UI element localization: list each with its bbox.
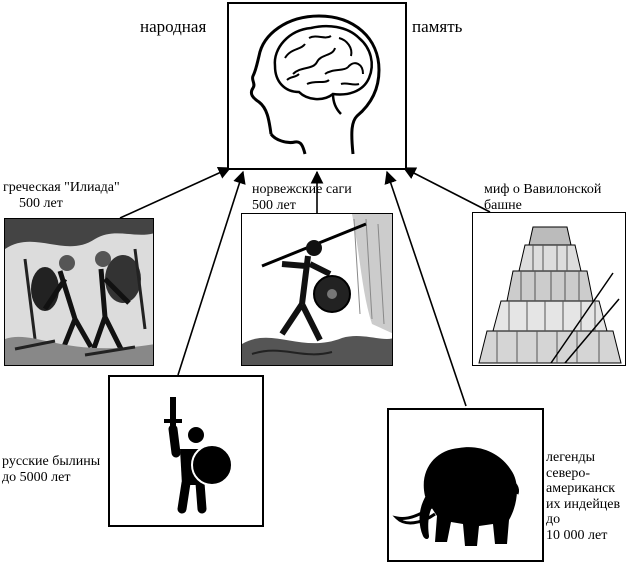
title-left-word: народная — [140, 17, 207, 36]
arrow-byliny — [177, 170, 246, 376]
brain-head-icon — [249, 14, 381, 155]
tower-of-babel-picture — [472, 212, 626, 366]
viking-warrior-picture — [241, 213, 393, 366]
greek-battle-picture — [4, 218, 154, 366]
warrior-with-sword-and-shield-icon — [164, 397, 233, 514]
byliny-box — [108, 375, 264, 527]
arrow-iliad — [119, 166, 232, 219]
legends-box — [387, 408, 544, 562]
legends-label: легенды северо- американск их индейцев д… — [546, 450, 621, 543]
center-box — [227, 2, 407, 170]
arrow-legends — [384, 170, 467, 407]
mammoth-icon — [392, 447, 519, 546]
iliad-label: греческая "Илиада" 500 лет — [3, 180, 120, 211]
byliny-label: русские былины до 5000 лет — [2, 454, 101, 485]
sagas-label: норвежские саги 500 лет — [252, 182, 352, 213]
title-right-word: память — [412, 17, 463, 36]
arrow-babel — [402, 167, 491, 213]
babel-label: миф о Вавилонской башне — [484, 182, 602, 213]
